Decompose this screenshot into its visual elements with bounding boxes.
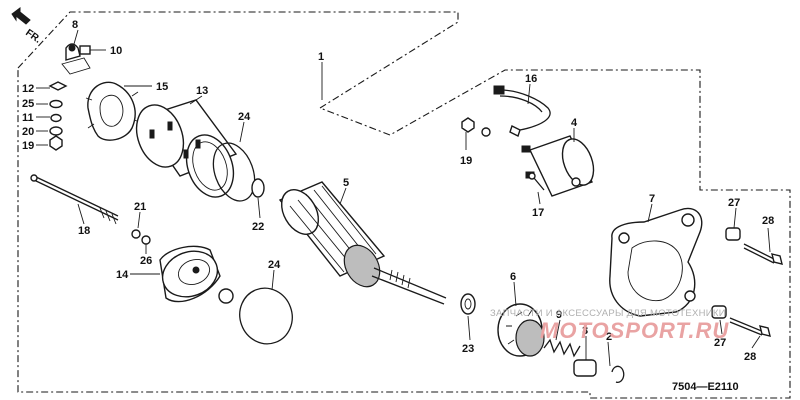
part-yoke [135,99,238,198]
front-direction-arrow: FR. [11,7,43,46]
callout-19-upper: 19 [460,155,472,167]
callout-15: 15 [156,81,168,93]
part-washer-23 [460,293,476,315]
callout-3: 3 [582,325,588,337]
callout-1: 1 [318,51,324,63]
part-dowel-lower [711,305,727,319]
callout-27-upper: 27 [728,197,740,209]
callout-16: 16 [525,73,537,85]
callout-28-upper: 28 [762,215,774,227]
watermark: ЗАПЧАСТИ И АКСЕССУАРЫ ДЛЯ МОТОТЕХНИКИ MO… [490,308,729,343]
callout-18: 18 [78,225,90,237]
arrow-icon [11,7,31,25]
part-washer-26 [141,235,151,245]
part-brush [61,43,91,75]
part-o-ring-lower [239,287,293,345]
callout-14: 14 [116,269,129,281]
leader-lines [36,29,771,367]
part-pinion-gear [497,303,545,357]
callout-17: 17 [532,207,544,219]
watermark-brand: MOTOSPORT.RU [540,318,729,343]
part-cable [493,85,551,137]
callout-8: 8 [72,19,78,31]
callout-19-lower: 19 [22,140,34,152]
part-snap-ring [611,365,625,383]
callout-4: 4 [571,117,578,129]
figure-code: 7504—E2110 [672,381,739,393]
callout-22: 22 [252,221,264,233]
callout-7: 7 [649,193,655,205]
part-bushing [218,288,234,304]
callout-10: 10 [110,45,122,57]
callout-9: 9 [556,309,562,321]
callout-20: 20 [22,126,34,138]
part-hardware-stack [48,81,68,151]
part-drive-housing [609,207,703,317]
callout-21: 21 [134,201,146,213]
callout-27-lower: 27 [714,337,726,349]
callout-5: 5 [343,177,349,189]
part-through-bolt [30,174,119,225]
callout-28-lower: 28 [744,351,756,363]
part-armature [278,181,447,305]
callout-23: 23 [462,343,474,355]
callout-26: 26 [140,255,152,267]
watermark-text: ЗАПЧАСТИ И АКСЕССУАРЫ ДЛЯ МОТОТЕХНИКИ [490,308,726,319]
part-brush-holder-plate [85,81,141,141]
part-bolt-17 [528,172,545,191]
callout-13: 13 [196,85,208,97]
callout-2: 2 [606,331,612,343]
part-o-ring-upper [212,142,256,202]
part-washer-22 [251,178,265,198]
part-rear-cover [159,245,221,303]
part-washer-near-cable [481,127,491,137]
part-nut-19 [461,117,475,133]
part-washer-21 [131,229,141,239]
part-bolt-28-upper [743,243,783,265]
part-collar [573,359,597,377]
callout-25: 25 [22,98,34,110]
direction-label: FR. [23,27,43,45]
callout-24-lower: 24 [268,259,281,271]
part-solenoid [521,135,595,197]
callout-12: 12 [22,83,34,95]
callout-11: 11 [22,112,34,124]
part-bolt-28-lower [729,317,771,337]
part-dowel-upper [725,227,741,241]
callout-24-upper: 24 [238,111,251,123]
assembly-boundary [17,11,791,399]
callout-labels: 1 2 3 4 5 6 7 8 9 10 11 12 13 14 15 16 1… [22,19,774,363]
callout-6: 6 [510,271,516,283]
part-spring [543,338,581,358]
